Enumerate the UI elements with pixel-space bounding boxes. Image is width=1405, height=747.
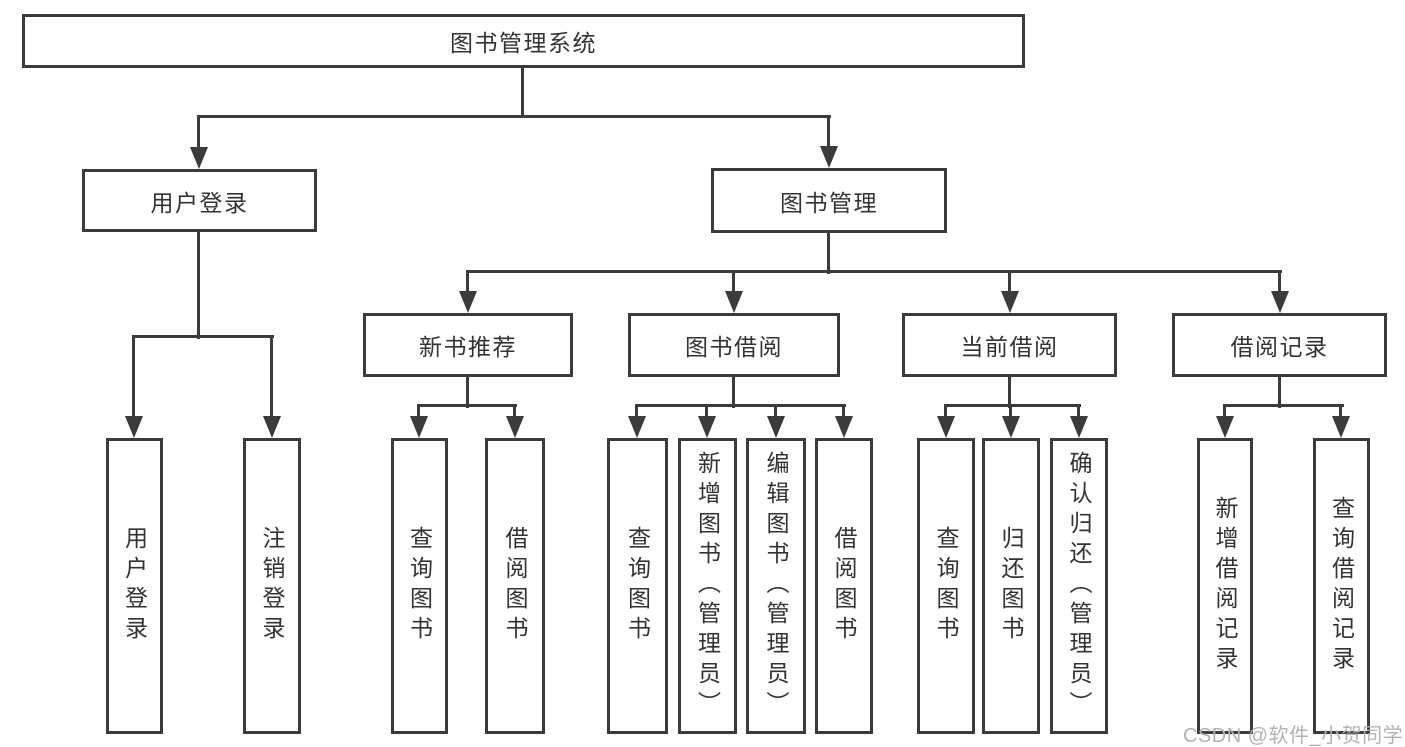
node-label: 借阅记录 [1230, 334, 1329, 360]
connector-line [944, 404, 1081, 407]
connector-line [1008, 270, 1011, 297]
connector-line [521, 68, 524, 117]
arrow-down-icon [1271, 291, 1289, 313]
connector-line [1223, 404, 1226, 422]
node-confirm-return-admin: 确认归还（管理员） [1050, 438, 1108, 734]
connector-line [1008, 377, 1011, 408]
node-borrow-books: 借阅图书 [485, 438, 545, 734]
connector-line [732, 270, 735, 297]
connector-line [466, 270, 1282, 273]
arrow-down-icon [937, 416, 955, 438]
connector-line [1223, 404, 1344, 407]
arrow-down-icon [1216, 416, 1234, 438]
arrow-down-icon [628, 416, 646, 438]
arrow-down-icon [820, 146, 838, 168]
connector-line [827, 115, 830, 151]
node-label: 当前借阅 [960, 334, 1059, 360]
node-query-books: 查询图书 [391, 438, 448, 734]
node-login: 用户登录 [106, 438, 163, 734]
connector-line [827, 233, 830, 274]
node-label: 查询图书 [933, 526, 959, 646]
node-label: 查询借阅记录 [1328, 496, 1355, 676]
node-edit-book-admin: 编辑图书（管理员） [746, 438, 806, 734]
node-add-book-admin: 新增图书（管理员） [678, 438, 737, 734]
node-logout: 注销登录 [243, 438, 301, 734]
connector-line [705, 404, 708, 422]
node-new-book-recommend: 新书推荐 [363, 313, 573, 377]
connector-line [1278, 377, 1281, 408]
arrow-down-icon [506, 416, 524, 438]
arrow-down-icon [1002, 416, 1020, 438]
node-label: 图书管理系统 [450, 30, 597, 56]
node-label: 编辑图书（管理员） [763, 451, 789, 721]
arrow-down-icon [125, 416, 143, 438]
connector-line [270, 335, 273, 420]
node-label: 确认归还（管理员） [1066, 451, 1092, 721]
connector-line [132, 335, 135, 420]
arrow-down-icon [1070, 416, 1088, 438]
node-label: 归还图书 [998, 526, 1024, 646]
node-query-borrow-record: 查询借阅记录 [1313, 438, 1370, 734]
node-label: 新增图书（管理员） [694, 451, 721, 721]
node-label: 图书管理 [780, 189, 878, 216]
connector-line [466, 377, 469, 408]
connector-line [944, 404, 947, 422]
connector-line [417, 404, 517, 407]
arrow-down-icon [1001, 291, 1019, 313]
connector-line [197, 115, 831, 118]
node-borrow-books: 借阅图书 [815, 438, 873, 734]
connector-line [1077, 404, 1080, 422]
connector-line [466, 270, 469, 297]
arrow-down-icon [698, 416, 716, 438]
arrow-down-icon [263, 416, 281, 438]
node-borrowing-records: 借阅记录 [1172, 313, 1387, 377]
node-query-books: 查询图书 [917, 438, 975, 734]
arrow-down-icon [190, 147, 208, 169]
connector-line [133, 335, 274, 338]
connector-line [197, 232, 200, 339]
node-user-login: 用户登录 [82, 169, 317, 232]
connector-line [513, 404, 516, 422]
node-label: 用户登录 [121, 526, 148, 646]
arrow-down-icon [410, 416, 428, 438]
node-label: 新书推荐 [419, 334, 517, 360]
node-book-management: 图书管理 [711, 168, 947, 233]
node-book-borrowing: 图书借阅 [628, 313, 840, 377]
connector-line [635, 404, 846, 407]
connector-line [1278, 270, 1281, 297]
arrow-down-icon [459, 291, 477, 313]
connector-line [1009, 404, 1012, 422]
connector-line [774, 404, 777, 422]
connector-line [732, 377, 735, 408]
connector-line [1339, 404, 1342, 422]
arrow-down-icon [1332, 416, 1350, 438]
node-label: 新增借阅记录 [1212, 496, 1238, 676]
node-label: 借阅图书 [502, 526, 528, 646]
node-label: 借阅图书 [831, 526, 857, 646]
node-return-books: 归还图书 [982, 438, 1040, 734]
node-add-borrow-record: 新增借阅记录 [1197, 438, 1253, 734]
connector-line [842, 404, 845, 422]
node-label: 图书借阅 [685, 334, 783, 360]
node-label: 查询图书 [624, 526, 651, 646]
node-library-system: 图书管理系统 [22, 14, 1025, 68]
connector-line [417, 404, 420, 422]
arrow-down-icon [835, 416, 853, 438]
connector-line [197, 115, 200, 153]
node-query-books: 查询图书 [607, 438, 668, 734]
connector-line [635, 404, 638, 422]
node-label: 用户登录 [150, 189, 249, 216]
arrow-down-icon [767, 416, 785, 438]
node-current-borrowing: 当前借阅 [902, 313, 1117, 377]
node-label: 注销登录 [259, 526, 285, 646]
csdn-watermark: CSDN @软件_小贺同学 [1183, 725, 1404, 747]
arrow-down-icon [725, 291, 743, 313]
node-label: 查询图书 [406, 526, 433, 646]
